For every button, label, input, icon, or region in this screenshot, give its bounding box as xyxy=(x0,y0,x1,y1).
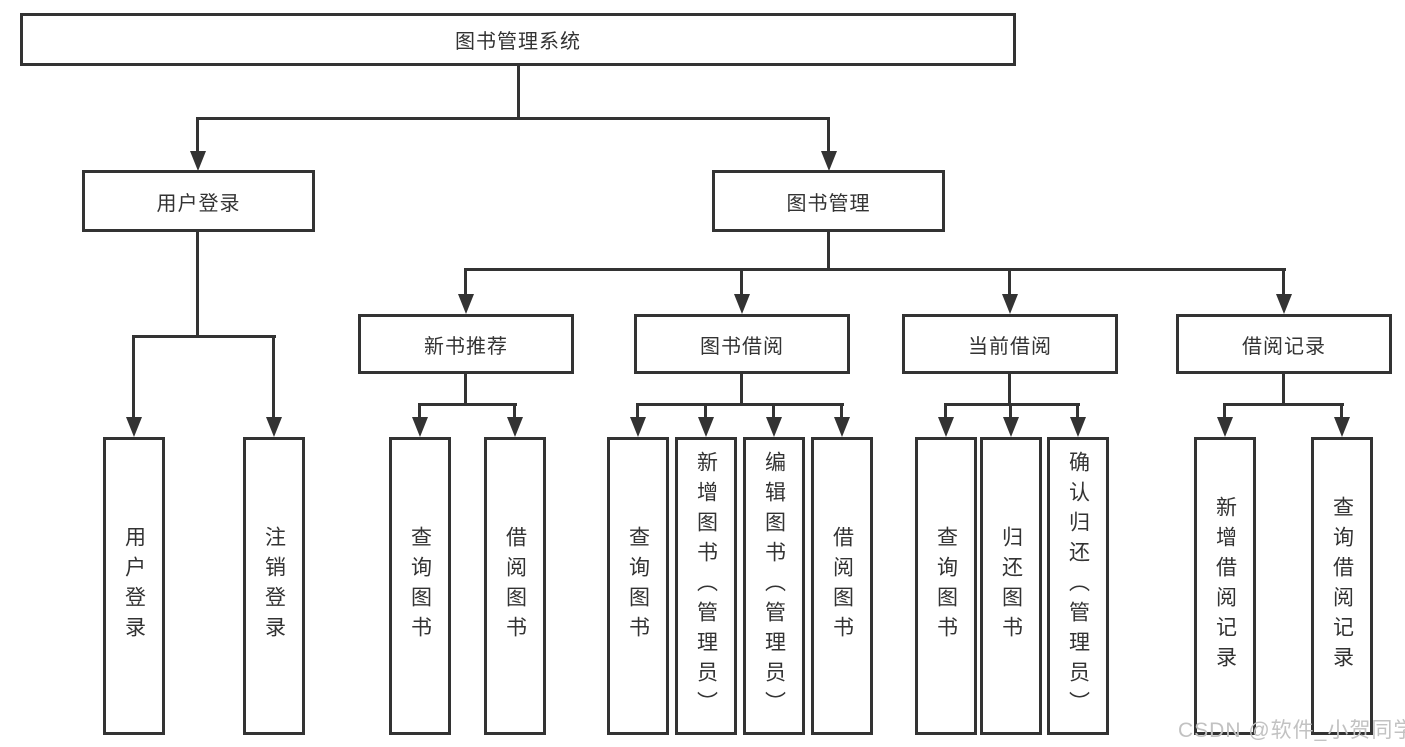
arrowhead-down xyxy=(507,417,523,437)
node-label: 图书管理系统 xyxy=(455,31,581,53)
leaf-query-borrow-record: 查询借阅记录 xyxy=(1311,437,1373,735)
node-new-book-recommendation: 新书推荐 xyxy=(358,314,574,374)
connector-line xyxy=(704,403,707,419)
arrowhead-down xyxy=(834,417,850,437)
node-label: 图书管理 xyxy=(786,192,871,215)
node-label: 当前借阅 xyxy=(968,335,1052,358)
connector-line xyxy=(197,117,830,120)
arrowhead-down xyxy=(458,294,474,314)
connector-line xyxy=(517,66,520,118)
connector-line xyxy=(740,268,743,296)
arrowhead-down xyxy=(1070,417,1086,437)
leaf-add-book-admin: 新增图书（管理员） xyxy=(675,437,737,735)
connector-line xyxy=(827,232,830,271)
leaf-label: 查询图书 xyxy=(934,526,958,646)
connector-line xyxy=(1009,403,1012,419)
leaf-logout: 注销登录 xyxy=(243,437,305,735)
connector-line xyxy=(944,403,947,419)
connector-line xyxy=(740,374,743,406)
connector-line xyxy=(132,335,135,420)
leaf-query-books-current: 查询图书 xyxy=(915,437,977,735)
arrowhead-down xyxy=(412,417,428,437)
node-book-borrowing: 图书借阅 xyxy=(634,314,850,374)
connector-line xyxy=(196,117,199,153)
connector-line xyxy=(1008,374,1011,406)
node-borrowing-records: 借阅记录 xyxy=(1176,314,1392,374)
arrowhead-down xyxy=(630,417,646,437)
arrowhead-down xyxy=(734,294,750,314)
connector-line xyxy=(1008,268,1011,296)
leaf-label: 编辑图书（管理员） xyxy=(762,451,786,721)
leaf-label: 新增图书（管理员） xyxy=(694,451,718,721)
leaf-edit-book-admin: 编辑图书（管理员） xyxy=(743,437,805,735)
connector-line xyxy=(464,268,467,296)
leaf-label: 借阅图书 xyxy=(503,526,527,646)
leaf-confirm-return-admin: 确认归还（管理员） xyxy=(1047,437,1109,735)
leaf-query-books-borrow: 查询图书 xyxy=(607,437,669,735)
arrowhead-down xyxy=(266,417,282,437)
connector-line xyxy=(827,117,830,153)
arrowhead-down xyxy=(821,151,837,171)
leaf-label: 确认归还（管理员） xyxy=(1066,451,1090,721)
connector-line xyxy=(1282,268,1285,296)
node-library-management-system: 图书管理系统 xyxy=(20,13,1016,66)
connector-line xyxy=(636,403,639,419)
leaf-borrow-books: 借阅图书 xyxy=(811,437,873,735)
arrowhead-down xyxy=(1217,417,1233,437)
leaf-label: 新增借阅记录 xyxy=(1213,496,1237,676)
connector-line xyxy=(418,403,517,406)
connector-line xyxy=(1076,403,1079,419)
leaf-query-books-recommend: 查询图书 xyxy=(389,437,451,735)
arrowhead-down xyxy=(1334,417,1350,437)
leaf-label: 注销登录 xyxy=(262,526,286,646)
leaf-label: 查询图书 xyxy=(626,526,650,646)
connector-line xyxy=(636,403,844,406)
connector-line xyxy=(418,403,421,419)
node-label: 图书借阅 xyxy=(700,335,784,358)
arrowhead-down xyxy=(698,417,714,437)
leaf-label: 用户登录 xyxy=(122,526,146,646)
node-user-login: 用户登录 xyxy=(82,170,315,232)
connector-line xyxy=(196,232,199,338)
leaf-user-login: 用户登录 xyxy=(103,437,165,735)
connector-line xyxy=(772,403,775,419)
connector-line xyxy=(132,335,276,338)
leaf-return-books: 归还图书 xyxy=(980,437,1042,735)
node-current-borrowing: 当前借阅 xyxy=(902,314,1118,374)
node-label: 新书推荐 xyxy=(424,335,508,358)
csdn-watermark: CSDN @软件_小贺同学 xyxy=(1178,719,1405,742)
connector-line xyxy=(1282,374,1285,406)
leaf-label: 借阅图书 xyxy=(830,526,854,646)
connector-line xyxy=(944,403,1080,406)
connector-line xyxy=(464,268,1286,271)
arrowhead-down xyxy=(1003,417,1019,437)
connector-line xyxy=(513,403,516,419)
connector-line xyxy=(1223,403,1344,406)
node-book-management: 图书管理 xyxy=(712,170,945,232)
node-label: 借阅记录 xyxy=(1242,335,1326,358)
connector-line xyxy=(1223,403,1226,419)
leaf-label: 归还图书 xyxy=(999,526,1023,646)
node-label: 用户登录 xyxy=(156,192,241,215)
arrowhead-down xyxy=(126,417,142,437)
arrowhead-down xyxy=(766,417,782,437)
connector-line xyxy=(272,335,275,420)
connector-line xyxy=(1340,403,1343,419)
arrowhead-down xyxy=(1002,294,1018,314)
leaf-add-borrow-record: 新增借阅记录 xyxy=(1194,437,1256,735)
arrowhead-down xyxy=(1276,294,1292,314)
leaf-label: 查询图书 xyxy=(408,526,432,646)
leaf-label: 查询借阅记录 xyxy=(1330,496,1354,676)
arrowhead-down xyxy=(190,151,206,171)
arrowhead-down xyxy=(938,417,954,437)
connector-line xyxy=(840,403,843,419)
leaf-borrow-books-recommend: 借阅图书 xyxy=(484,437,546,735)
connector-line xyxy=(464,374,467,406)
